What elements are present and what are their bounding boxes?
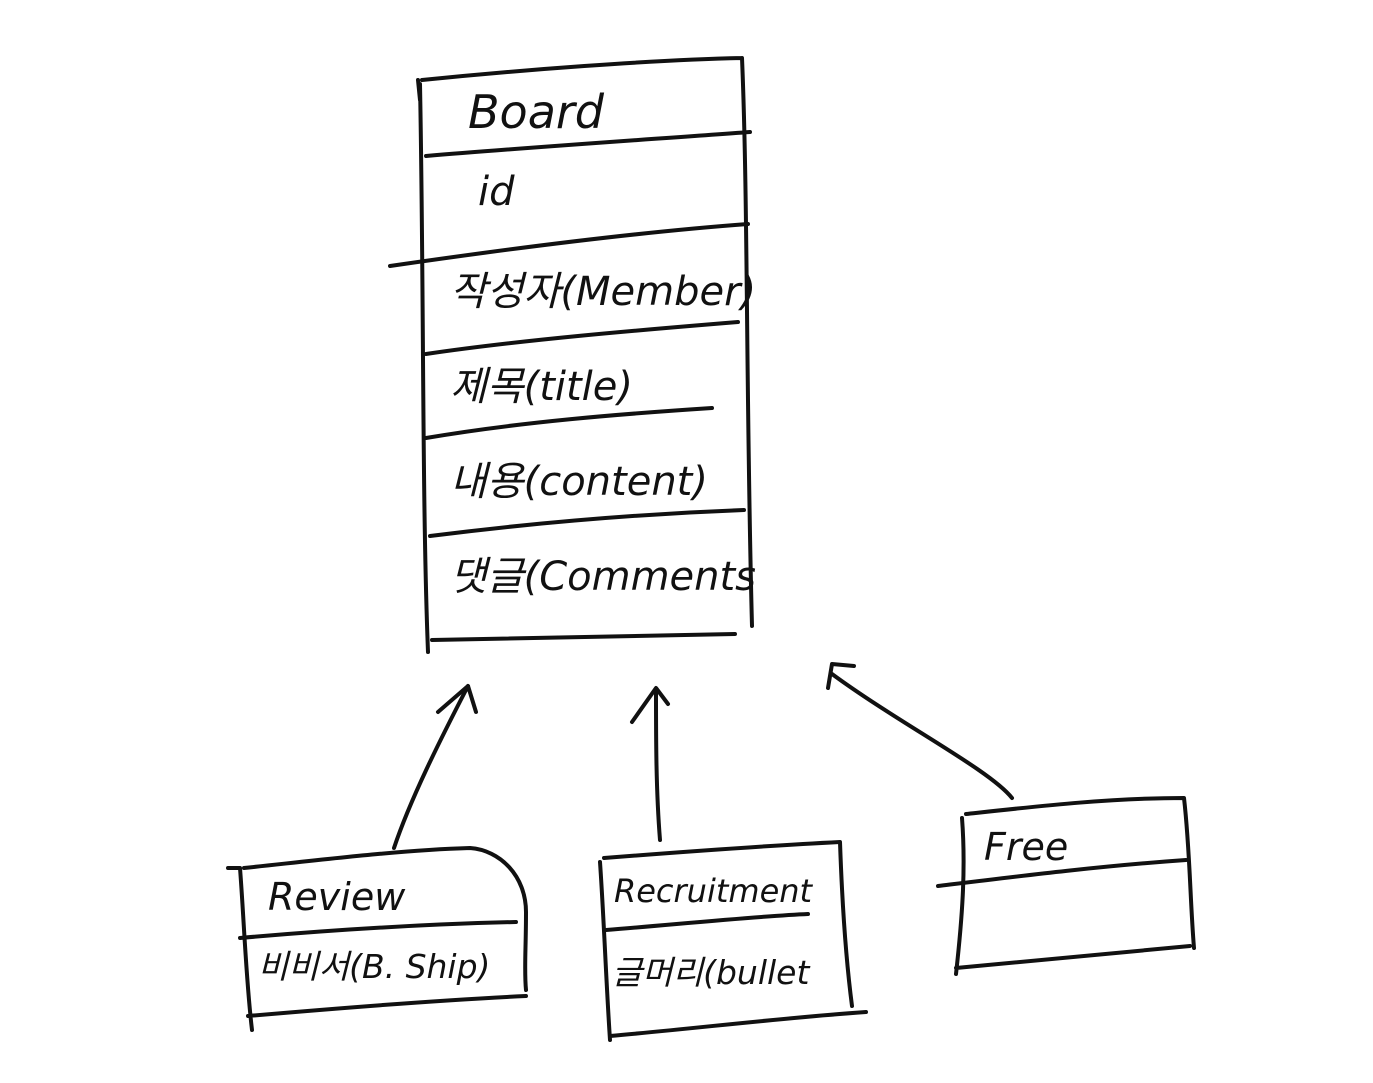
review-field: 비비서(B. Ship) [258, 947, 490, 986]
free-class-box: Free [936, 796, 1196, 976]
board-field-id: id [478, 169, 515, 215]
board-box-outline [416, 56, 754, 654]
recruitment-class-box: Recruitment 글머리(bullet [598, 840, 868, 1042]
recruitment-class-title: Recruitment [614, 872, 814, 910]
recruitment-divider [604, 912, 810, 932]
review-divider [238, 920, 518, 940]
board-field-comments: 댓글(Comments [450, 554, 756, 600]
review-class-title: Review [268, 875, 406, 919]
board-divider-3 [424, 320, 740, 356]
review-class-box: Review 비비서(B. Ship) [226, 846, 528, 1032]
board-field-title: 제목(title) [450, 364, 633, 410]
free-class-title: Free [984, 825, 1068, 869]
board-class-title: Board [468, 85, 605, 139]
board-divider-5 [428, 508, 746, 538]
arrow-up-icon [630, 686, 670, 724]
board-class-box: Board id 작성자(Member) 제목(title) 내용(conten… [388, 56, 756, 654]
review-box-outline [226, 846, 528, 1032]
board-field-content: 내용(content) [450, 459, 708, 505]
arrow-line-recruitment [654, 688, 662, 842]
free-divider [936, 858, 1188, 888]
arrow-up-icon [436, 684, 478, 714]
board-divider-1 [424, 130, 752, 158]
arrow-line-free [830, 672, 1014, 800]
inheritance-arrow-recruitment [630, 686, 670, 842]
recruitment-box-outline [598, 840, 868, 1042]
arrow-line-review [392, 684, 470, 850]
inheritance-arrow-free [826, 662, 1014, 800]
arrow-up-icon [826, 662, 856, 690]
board-divider-2 [388, 222, 750, 268]
inheritance-arrow-review [392, 684, 478, 850]
board-field-author: 작성자(Member) [450, 269, 756, 315]
recruitment-field: 글머리(bullet [612, 953, 810, 992]
board-divider-4 [424, 406, 714, 440]
free-box-outline [954, 796, 1196, 976]
